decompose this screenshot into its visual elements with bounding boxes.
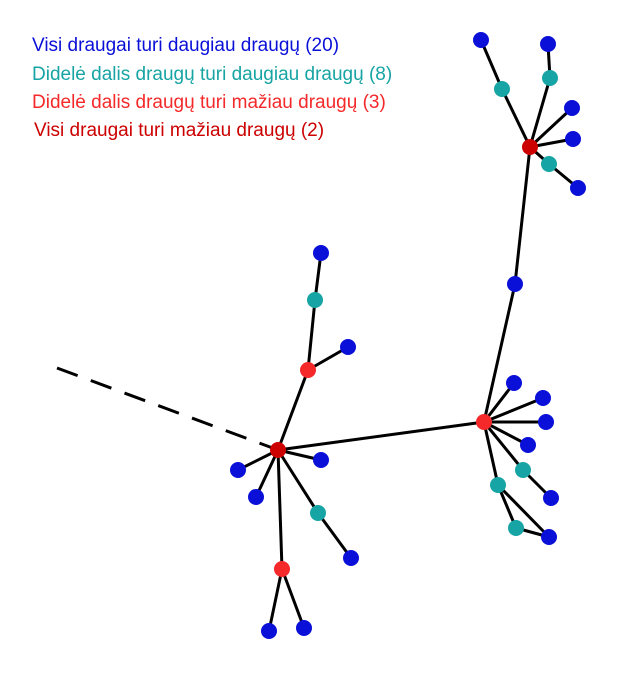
node-b3 <box>540 36 556 52</box>
node-b2 <box>473 32 489 48</box>
node-b6 <box>565 131 581 147</box>
node-b11 <box>543 490 559 506</box>
node-t1 <box>494 81 510 97</box>
edge-hub1-r2 <box>276 448 284 571</box>
node-b18 <box>343 550 359 566</box>
node-t4 <box>515 462 531 478</box>
edges <box>56 38 580 633</box>
node-b16 <box>248 489 264 505</box>
nodes <box>230 32 586 639</box>
node-b1 <box>507 276 523 292</box>
node-b20 <box>296 620 312 636</box>
edge-hub2-b7 <box>482 381 516 424</box>
edge-hub2-t5 <box>482 420 500 487</box>
edge-hub2-b8 <box>482 396 545 424</box>
node-b10 <box>520 437 536 453</box>
legend-most-friends-fewer: Didelė dalis draugų turi mažiau draugų (… <box>32 92 386 113</box>
node-b7 <box>506 375 522 391</box>
node-b12 <box>541 529 557 545</box>
node-hub2 <box>476 414 492 430</box>
edge-t1-b2 <box>479 38 504 91</box>
edge-hub3-t2 <box>528 76 552 149</box>
edge-hub3-t1 <box>500 87 532 149</box>
node-r2 <box>274 561 290 577</box>
edge-r2-b20 <box>280 567 306 630</box>
legend-most-friends-more: Didelė dalis draugų turi daugiau draugų … <box>32 64 392 85</box>
edge-hub1-t8 <box>276 448 320 515</box>
edge-hub1-r1 <box>276 368 310 452</box>
node-hub1 <box>270 442 286 458</box>
node-t6 <box>508 520 524 536</box>
node-b15 <box>230 462 246 478</box>
node-b9 <box>538 414 554 430</box>
node-b17 <box>313 452 329 468</box>
node-b8 <box>535 390 551 406</box>
edge-hub2-t4 <box>482 420 525 472</box>
node-b5 <box>564 100 580 116</box>
node-t5 <box>490 477 506 493</box>
edge-hub3-b5 <box>528 106 574 149</box>
edge-t8-b18 <box>316 511 353 560</box>
node-b4 <box>570 180 586 196</box>
node-hub3 <box>522 139 538 155</box>
node-b19 <box>261 623 277 639</box>
dashed-edge <box>56 366 279 452</box>
node-t3 <box>541 156 557 172</box>
node-r1 <box>300 362 316 378</box>
legend-all-friends-more: Visi draugai turi daugiau draugų (20) <box>32 35 339 56</box>
edge-hub1-hub2 <box>276 420 486 452</box>
node-b13 <box>313 245 329 261</box>
node-t7 <box>307 292 323 308</box>
node-b14 <box>340 339 356 355</box>
node-t2 <box>542 70 558 86</box>
node-t8 <box>310 505 326 521</box>
edge-hub1-b16 <box>254 448 280 499</box>
edge-hub2-b1 <box>482 282 517 424</box>
legend-all-friends-fewer: Visi draugai turi mažiau draugų (2) <box>34 120 324 141</box>
edge-hub2-b10 <box>482 420 530 447</box>
edge-b1-hub3 <box>513 145 532 286</box>
edge-t5-b12 <box>496 483 551 539</box>
edge-r1-t7 <box>306 298 317 372</box>
edge-r2-b19 <box>267 567 284 633</box>
legend: Visi draugai turi daugiau draugų (20) Di… <box>32 35 392 141</box>
